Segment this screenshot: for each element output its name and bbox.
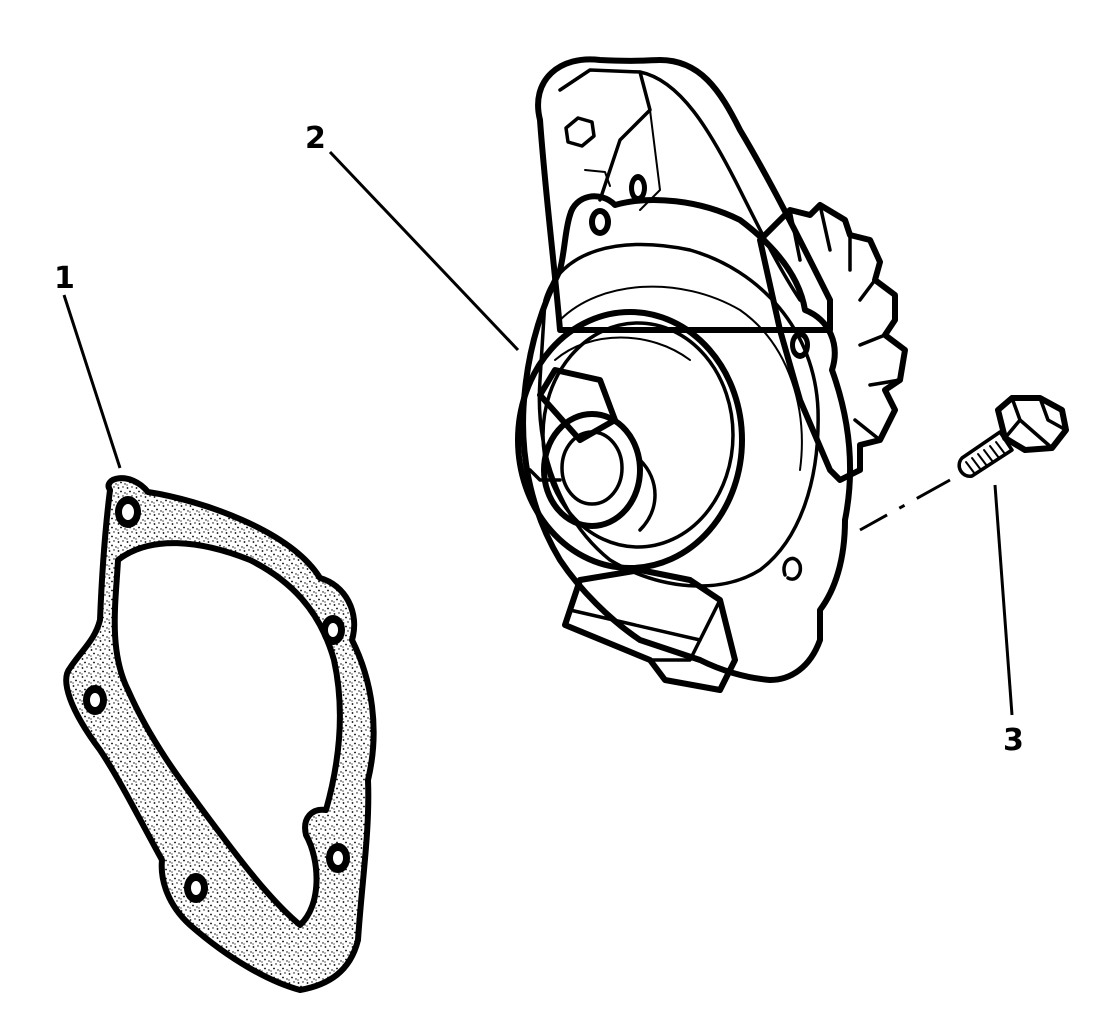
callout-1: 1 <box>54 261 75 296</box>
pump-shaft-end <box>560 430 624 506</box>
pump-shaft-boss <box>541 411 643 529</box>
bolt-shank <box>957 430 1014 478</box>
pump-hub-outer <box>515 309 745 571</box>
hub-cutout <box>537 367 618 443</box>
bolt-part <box>957 395 1069 478</box>
gasket-bolt-holes <box>83 496 350 903</box>
water-pump-part <box>515 56 908 693</box>
bracket-hex-nut <box>564 116 596 148</box>
pump-sprocket <box>757 202 908 483</box>
callout-3: 3 <box>1003 723 1024 758</box>
leader-line-1 <box>62 294 122 469</box>
flange-bolt-hole-bottom <box>782 556 803 581</box>
gasket-outline <box>63 475 377 993</box>
pump-body <box>537 242 820 588</box>
leader-line-3 <box>993 484 1014 716</box>
leader-line-2 <box>328 150 520 352</box>
callout-2: 2 <box>305 121 326 156</box>
assembly-centerline <box>859 478 951 532</box>
bolt-thread <box>965 441 1006 475</box>
pump-foot <box>562 567 738 693</box>
gasket-part <box>63 475 377 993</box>
pump-hub-ring <box>541 321 735 549</box>
